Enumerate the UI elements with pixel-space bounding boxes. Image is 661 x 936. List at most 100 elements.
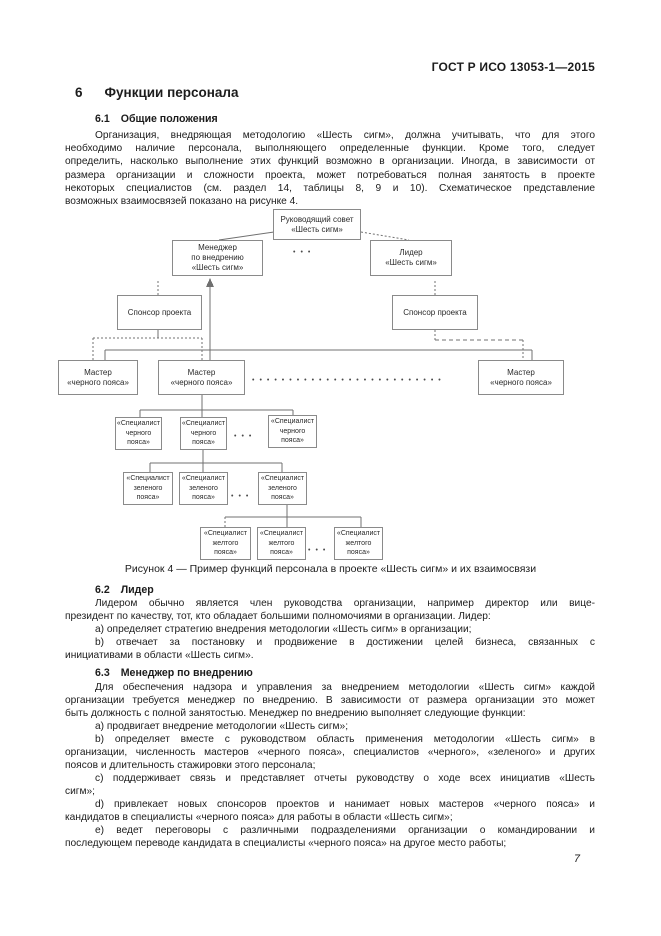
text-line: Мастер — [507, 367, 535, 377]
text-line: пояса» — [214, 549, 237, 557]
text-line: организации, численность мастеров «черно… — [65, 747, 595, 759]
text-line: b) определяет вместе с руководством обла… — [95, 734, 595, 745]
list-item-6-3-a: a) продвигает внедрение методологии «Шес… — [65, 720, 595, 733]
text-line: возможных взаимосвязей показано на рисун… — [65, 195, 299, 207]
text-line: Мастер — [84, 367, 112, 377]
text-line: сигм»; — [65, 786, 96, 798]
diagram-connectors — [92, 231, 533, 527]
text-line: последующем переводе кандидата в специал… — [65, 838, 507, 850]
subsection-title: Общие положения — [120, 113, 218, 125]
text-line: размера организации и сложности проекта,… — [65, 169, 595, 181]
text-line: желтого — [268, 539, 295, 547]
subsection-number: 6.1 — [95, 113, 110, 125]
page-number: 7 — [573, 853, 580, 865]
text-line: «Специалист — [336, 530, 381, 538]
list-item-6-2-b: b) отвечает за постановку и продвижение … — [65, 636, 595, 662]
text-line: «Специалист — [126, 475, 170, 483]
ellipsis-black-belts: ••• — [234, 433, 257, 440]
text-line: Руководящий совет — [280, 214, 354, 224]
text-line: по внедрению — [191, 253, 244, 262]
list-item-6-3-c: c) поддерживает связь и представляет отч… — [65, 772, 595, 798]
box-master-black-belt-right: Мастер«черного пояса» — [478, 360, 564, 395]
text-line: пояса» — [271, 494, 294, 502]
text-line: «черного пояса» — [170, 377, 233, 387]
text-line: d) привлекает новых спонсоров проектов и… — [95, 799, 595, 810]
text-line: организации требуется менеджер по внедре… — [65, 695, 595, 707]
text-line: черного — [279, 427, 306, 435]
section-title: Функции персонала — [104, 85, 239, 100]
text-line: Для обеспечения надзора и управления за … — [95, 682, 595, 693]
text-line: Менеджер — [198, 243, 237, 252]
running-header: ГОСТ Р ИСО 13053-1—2015 — [431, 60, 595, 74]
section-6-heading: 6 Функции персонала — [75, 85, 239, 100]
list-item-6-3-e: e) ведет переговоры с различными подразд… — [65, 824, 595, 850]
text-line: «Специалист — [259, 530, 304, 538]
list-item-6-3-b: b) определяет вместе с руководством обла… — [65, 733, 595, 773]
text-line: «Шесть сигм» — [291, 224, 343, 234]
box-master-black-belt-center: Мастер«черного пояса» — [158, 360, 245, 395]
text-line: некоторых специалистов (см. раздел 14, т… — [65, 182, 595, 194]
box-steering-council: Руководящий совет«Шесть сигм» — [273, 209, 361, 240]
text-line: зеленого — [189, 484, 218, 492]
text-line: желтого — [212, 539, 239, 547]
text-line: пояса» — [127, 439, 150, 447]
arrow-up-icon — [206, 278, 214, 287]
box-project-sponsor-right: Спонсор проекта — [392, 295, 478, 330]
text-line: «Специалист — [270, 418, 315, 426]
text-line: черного — [125, 429, 152, 437]
text-line: пояса» — [347, 549, 370, 557]
text-line: «Специалист — [181, 420, 226, 428]
text-line: Спонсор проекта — [127, 307, 192, 317]
text-line: «Специалист — [203, 530, 248, 538]
text-line: a) продвигает внедрение методологии «Шес… — [95, 721, 349, 732]
list-item-6-2-a: a) определяет стратегию внедрения методо… — [65, 623, 595, 636]
paragraph-6-3-intro: Для обеспечения надзора и управления за … — [65, 681, 595, 721]
text-line: Лидер — [399, 248, 423, 257]
text-line: желтого — [345, 539, 372, 547]
text-line: b) отвечает за постановку и продвижение … — [95, 637, 595, 648]
box-project-sponsor-left: Спонсор проекта — [117, 295, 202, 330]
text-line: поясов и длительность стажировки этого п… — [65, 760, 316, 772]
text-line: пояса» — [281, 437, 304, 445]
ellipsis-top: ••• — [293, 249, 316, 256]
text-line: пояса» — [136, 494, 160, 502]
ellipsis-green-belts: ••• — [231, 493, 254, 500]
paragraph-6-2-intro: Лидером обычно является член руководства… — [65, 597, 595, 623]
text-line: e) ведет переговоры с различными подразд… — [95, 825, 595, 836]
text-line: зеленого — [268, 484, 297, 492]
figure-caption: Рисунок 4 — Пример функций персонала в п… — [124, 563, 537, 575]
text-line: определить, насколько выполнение этих фу… — [65, 156, 595, 168]
text-line: Мастер — [187, 367, 216, 377]
list-item-6-3-d: d) привлекает новых спонсоров проектов и… — [65, 798, 595, 824]
text-line: a) определяет стратегию внедрения методо… — [95, 624, 472, 635]
text-line: «Специалист — [181, 475, 226, 483]
subsection-number: 6.3 — [95, 667, 110, 679]
subsection-number: 6.2 — [95, 584, 110, 596]
ellipsis-yellow-belts: ••• — [308, 547, 331, 554]
section-number: 6 — [75, 85, 83, 100]
subsection-6-1-heading: 6.1 Общие положения — [95, 113, 218, 125]
text-line: необходимо наличие персонала, выполняюще… — [65, 143, 595, 155]
text-line: «черного пояса» — [490, 377, 552, 387]
text-line: «Шесть сигм» — [191, 263, 244, 272]
text-line: Организация, внедряющая методологию «Шес… — [95, 130, 595, 141]
text-line: c) поддерживает связь и представляет отч… — [95, 773, 595, 784]
text-line: «черного пояса» — [67, 377, 129, 387]
text-line: пояса» — [270, 549, 293, 557]
text-line: черного — [190, 429, 217, 437]
text-line: президент по качеству, тот, кто обладает… — [65, 611, 491, 623]
text-line: Лидером обычно является член руководства… — [95, 598, 595, 609]
